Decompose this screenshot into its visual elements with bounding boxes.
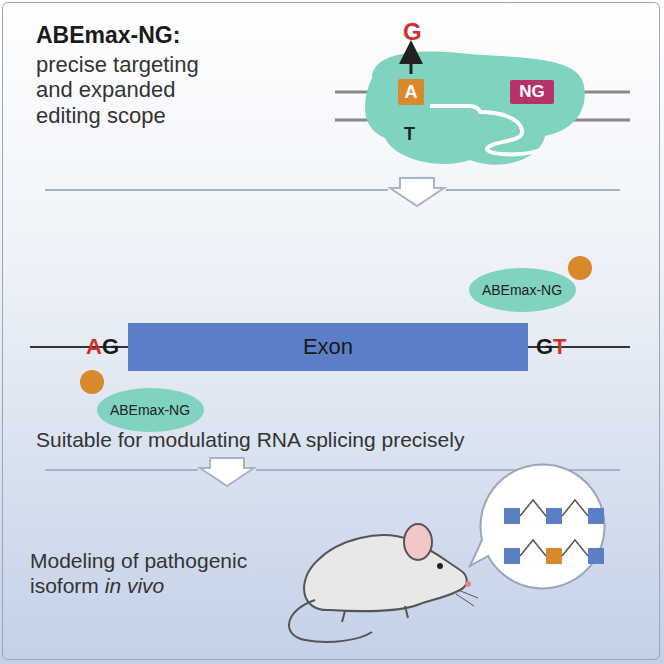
node-text: ABEmax-NG	[110, 402, 190, 418]
node-text: ABEmax-NG	[482, 282, 562, 298]
down-arrow	[390, 178, 444, 206]
pam-box: NG	[510, 80, 554, 104]
node-text: NG	[519, 82, 545, 102]
caption-text: Suitable for modulating RNA splicing pre…	[36, 428, 464, 452]
node-text: A	[405, 82, 418, 103]
splice-site-base: G	[536, 334, 553, 360]
sgrna	[480, 112, 540, 154]
editor-oval: ABEmax-NG	[97, 388, 204, 432]
divider	[45, 189, 388, 191]
conversion-arrow	[410, 52, 413, 74]
speech-bubble	[470, 464, 604, 588]
splice-site-base: A	[86, 334, 102, 360]
cas9-blob	[365, 52, 585, 165]
bottom-text: Modeling of pathogenic isoformin vivo	[30, 548, 280, 598]
exon-box: Exon	[128, 323, 528, 371]
bottom-text-italic: in vivo	[105, 574, 165, 597]
mouse	[289, 524, 478, 642]
node-text: Exon	[303, 334, 353, 360]
editor-oval: ABEmax-NG	[469, 268, 576, 312]
base-square: A	[398, 79, 424, 105]
edited-base: G	[403, 18, 422, 46]
isoform-diagram	[504, 500, 604, 564]
splice-site-base: T	[553, 334, 566, 360]
deaminase	[80, 370, 104, 394]
divider	[446, 189, 620, 191]
divider	[45, 469, 198, 471]
heading: ABEmax-NG:	[36, 22, 180, 49]
base-letter: T	[404, 124, 415, 145]
down-arrow	[200, 458, 254, 486]
sgrna	[430, 106, 480, 112]
splice-site-base: G	[102, 334, 119, 360]
deaminase	[568, 256, 592, 280]
subheading: precise targeting and expanded editing s…	[36, 52, 226, 128]
